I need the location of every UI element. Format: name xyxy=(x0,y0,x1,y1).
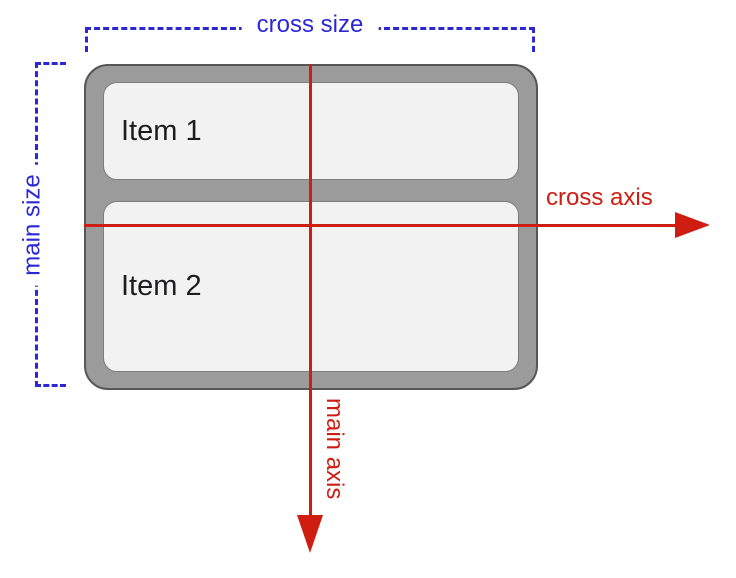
cross-axis-line xyxy=(84,223,676,227)
main-axis-line xyxy=(308,64,312,517)
main-size-label: main size xyxy=(18,164,48,286)
cross-axis-arrowhead-icon xyxy=(675,212,710,238)
main-axis-arrowhead-icon xyxy=(297,515,323,553)
item-label: Item 2 xyxy=(121,270,202,302)
cross-axis-label: cross axis xyxy=(546,184,653,211)
item-label: Item 1 xyxy=(121,114,202,147)
cross-size-label: cross size xyxy=(241,11,379,40)
main-axis-label: main axis xyxy=(320,398,348,500)
